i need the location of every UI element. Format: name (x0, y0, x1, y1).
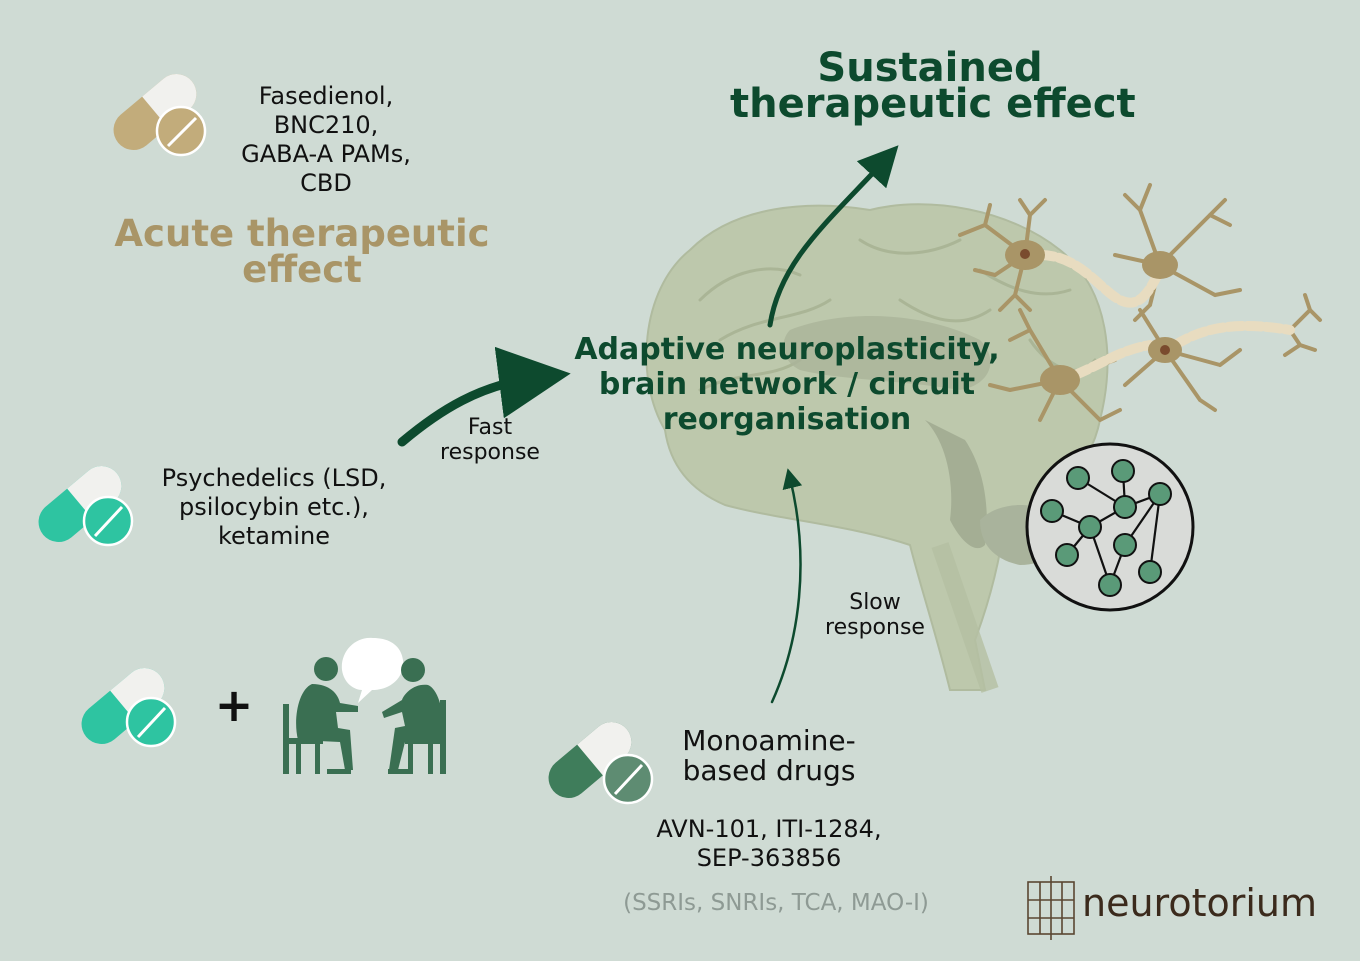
adaptive-line2: brain network / circuit (598, 367, 976, 402)
monoamine-title-line2: based drugs (682, 754, 856, 787)
neuron-icon (958, 183, 1322, 422)
psychedelics-drug-list: Psychedelics (LSD, psilocybin etc.), ket… (140, 464, 408, 551)
sustained-title-line2: therapeutic effect (730, 81, 1136, 127)
sustained-arrow (767, 145, 899, 328)
monoamine-drug-classes: (SSRIs, SNRIs, TCA, MAO-I) (623, 890, 929, 916)
slow-response-arrow (770, 468, 803, 704)
monoamine-examples-line1: AVN-101, ITI-1284, (656, 815, 882, 843)
acute-title-line2: effect (242, 248, 362, 291)
sustained-title-line1: Sustained (817, 45, 1043, 91)
monoamine-examples: AVN-101, ITI-1284, SEP-363856 (640, 815, 898, 873)
neuron-somas (1005, 240, 1182, 395)
neurotorium-logo-icon (1027, 876, 1075, 940)
psychedelics-line2: psilocybin etc.), (179, 493, 369, 521)
fast-response-label: Fast response (425, 415, 555, 465)
plus-sign: + (214, 678, 254, 732)
adaptive-neuroplasticity-label: Adaptive neuroplasticity, brain network … (560, 332, 1014, 437)
monoamine-drugs-title: Monoamine- based drugs (660, 726, 878, 786)
acute-effect-title: Acute therapeutic effect (95, 212, 509, 291)
fast-response-line2: response (440, 440, 540, 465)
fast-response-line1: Fast (467, 415, 513, 440)
brand-name: neurotorium (1082, 881, 1318, 925)
therapy-session-icon (283, 637, 446, 774)
tablet-icon (125, 696, 177, 748)
psychedelics-line3: ketamine (218, 522, 330, 550)
psychedelics-line1: Psychedelics (LSD, (161, 464, 387, 492)
slow-response-line1: Slow (849, 590, 901, 615)
acute-drug-item: BNC210, (273, 111, 379, 139)
monoamine-title-line1: Monoamine- (682, 724, 856, 757)
fast-response-arrow (397, 346, 571, 447)
tablet-icon (155, 105, 207, 157)
tablet-icon (602, 753, 654, 805)
axon-segments (1035, 250, 1295, 380)
adaptive-line3: reorganisation (662, 402, 912, 437)
tablet-icon (82, 495, 134, 547)
adaptive-line1: Adaptive neuroplasticity, (574, 332, 1000, 367)
acute-title-line1: Acute therapeutic (114, 212, 490, 255)
brain-icon (645, 203, 1109, 693)
sustained-effect-title: Sustained therapeutic effect (730, 45, 1136, 127)
acute-drug-item: CBD (300, 169, 352, 197)
acute-drug-item: Fasedienol, (258, 82, 394, 110)
slow-response-line2: response (825, 615, 925, 640)
slow-response-label: Slow response (810, 590, 940, 640)
acute-drug-list: Fasedienol, BNC210, GABA-A PAMs, CBD (210, 82, 442, 198)
network-graph-icon (1025, 442, 1195, 612)
acute-drug-item: GABA-A PAMs, (241, 140, 411, 168)
monoamine-examples-line2: SEP-363856 (696, 844, 842, 872)
